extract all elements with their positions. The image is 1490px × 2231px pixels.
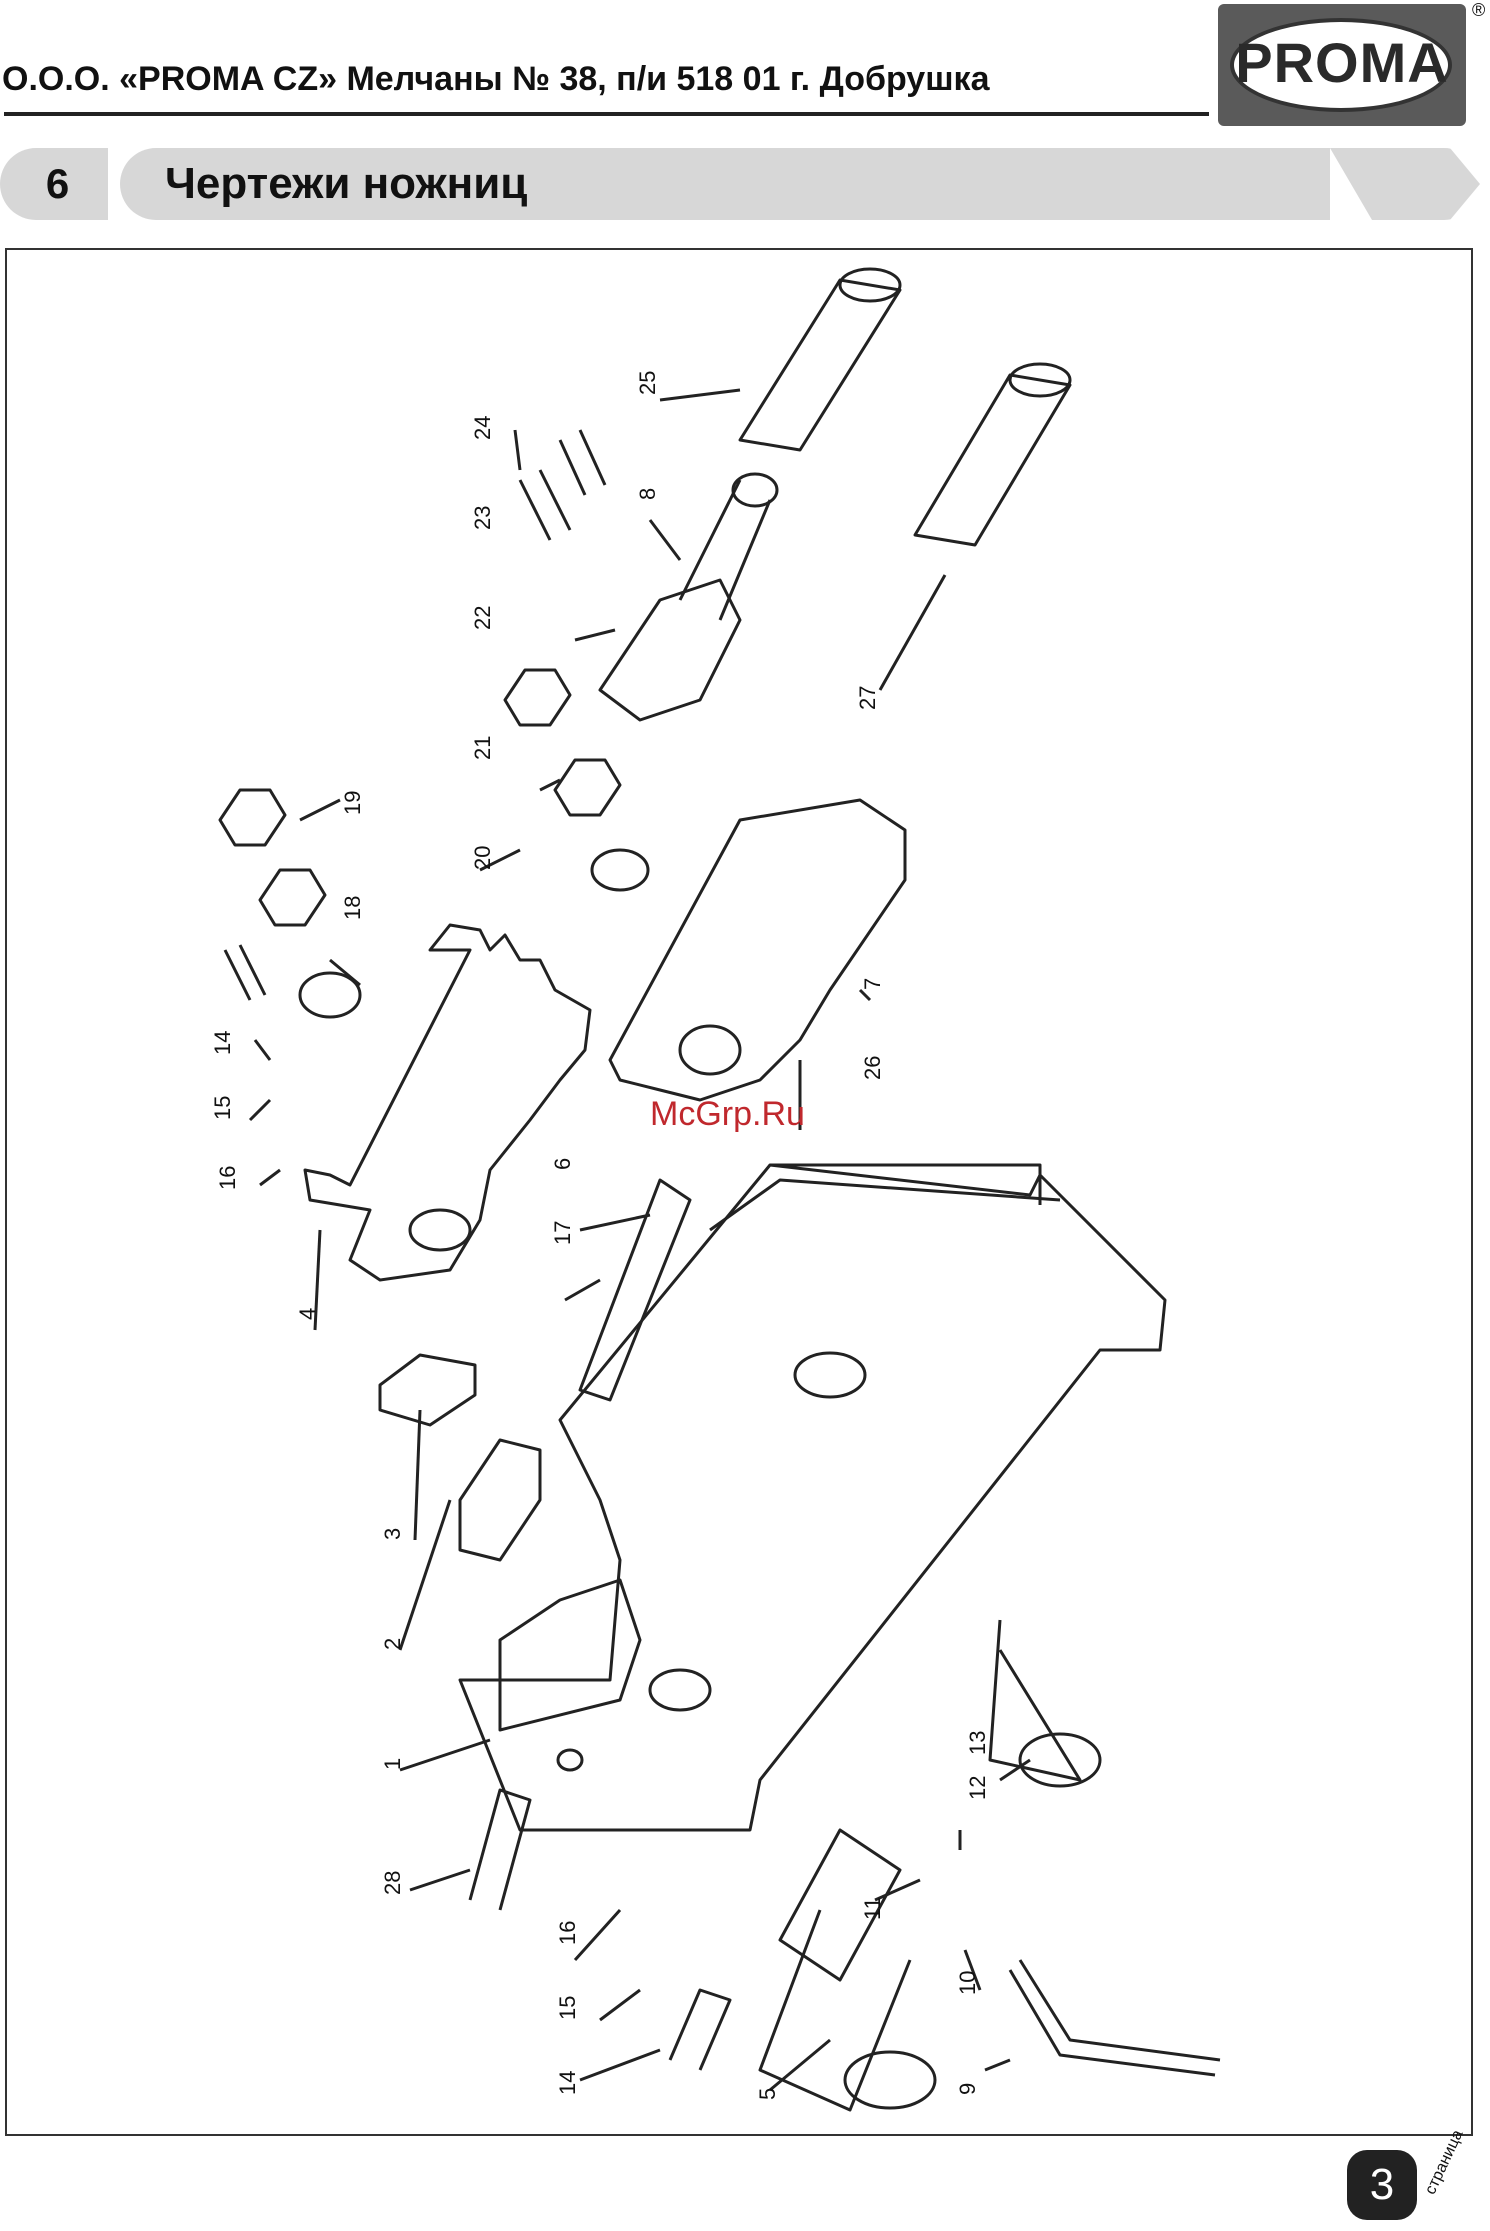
label-22: 22 (470, 606, 495, 630)
label-21: 21 (470, 736, 495, 760)
label-16: 16 (215, 1166, 240, 1190)
label-2: 2 (380, 1638, 405, 1650)
label-7: 7 (860, 978, 885, 990)
frame-part (460, 1165, 1165, 1830)
label-15b: 15 (555, 1996, 580, 2020)
label-20: 20 (470, 846, 495, 870)
label-25: 25 (635, 371, 660, 395)
label-24: 24 (470, 416, 495, 440)
watermark: McGrp.Ru (650, 1095, 805, 1134)
label-4: 4 (295, 1308, 320, 1320)
label-11: 11 (860, 1897, 885, 1920)
label-15: 15 (210, 1096, 235, 1120)
label-16b: 16 (555, 1921, 580, 1945)
label-28: 28 (380, 1871, 405, 1895)
label-12: 12 (965, 1776, 990, 1800)
label-9: 9 (955, 2083, 980, 2095)
label-18: 18 (340, 896, 365, 920)
label-13: 13 (965, 1731, 990, 1755)
label-17: 17 (550, 1221, 575, 1245)
label-3: 3 (380, 1528, 405, 1540)
label-14b: 14 (555, 2071, 580, 2095)
label-8: 8 (635, 488, 660, 500)
label-1: 1 (380, 1758, 405, 1770)
label-27: 27 (855, 686, 880, 710)
label-26: 26 (860, 1056, 885, 1080)
label-19: 19 (340, 791, 365, 815)
label-14: 14 (210, 1031, 235, 1055)
label-10: 10 (955, 1971, 980, 1995)
page-number: 3 (1347, 2150, 1417, 2220)
label-6: 6 (550, 1158, 575, 1170)
label-5: 5 (755, 2088, 780, 2100)
label-23: 23 (470, 506, 495, 530)
